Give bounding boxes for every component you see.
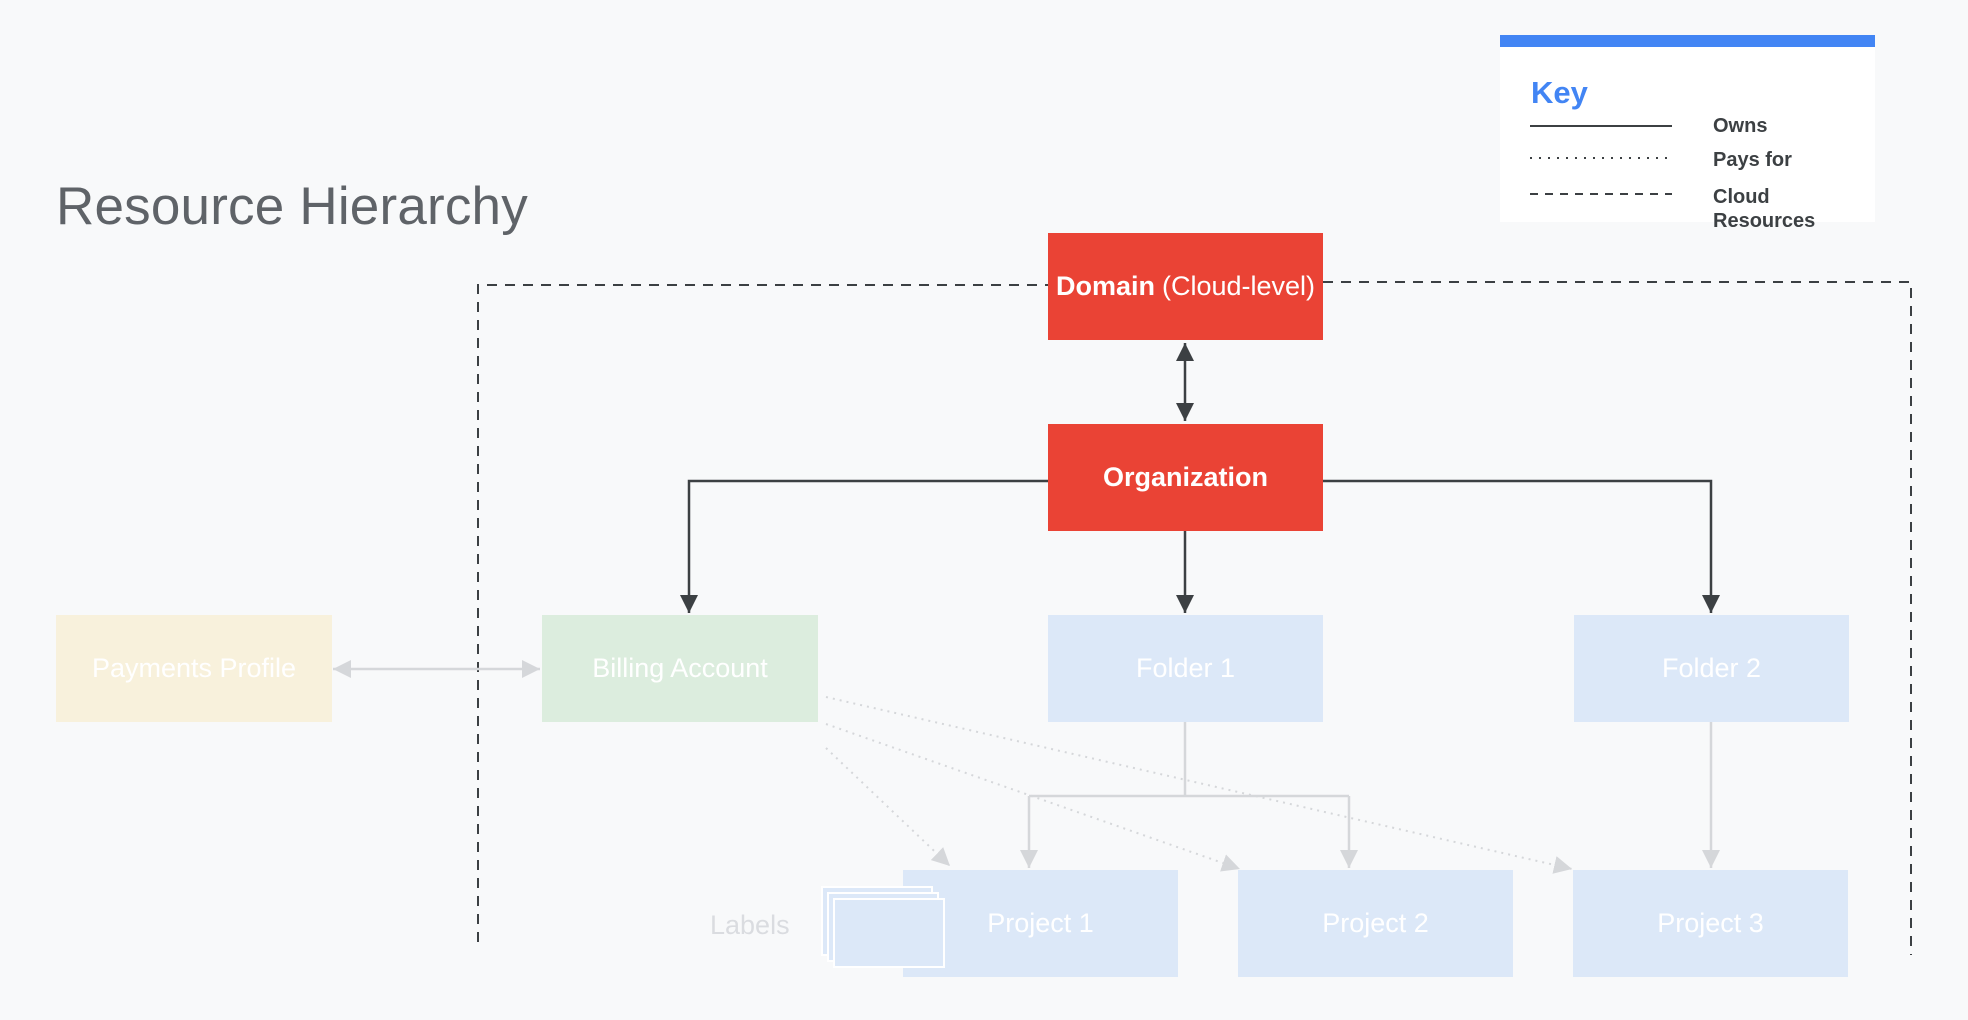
key-dashed-line-icon [1530,193,1672,195]
project3-node[interactable]: Project 3 [1573,870,1848,977]
project2-label: Project 2 [1322,908,1429,938]
project1-label: Project 1 [987,908,1094,938]
key-title: Key [1531,75,1588,110]
key-legend: Key Owns Pays for Cloud Resources [1500,35,1875,232]
domain-node[interactable]: Domain(Cloud-level) [1048,233,1323,340]
organization-node[interactable]: Organization [1048,424,1323,531]
billing-pays-project1-arrow [825,747,951,867]
billing-account-label: Billing Account [592,653,768,683]
org-to-folder2-arrow [1323,479,1720,613]
folder1-node[interactable]: Folder 1 [1048,615,1323,722]
folder1-label: Folder 1 [1135,653,1236,683]
folder2-node[interactable]: Folder 2 [1574,615,1849,722]
key-item-owns: Owns [1713,115,1768,137]
billing-pays-project2-arrow [825,723,1241,872]
project2-node[interactable]: Project 2 [1238,870,1513,977]
payments-profile-node[interactable]: Payments Profile [56,615,332,722]
cloud-resources-boundary [477,281,1912,955]
domain-node-suffix: (Cloud-level) [1161,271,1316,301]
folder2-label: Folder 2 [1661,653,1762,683]
folder1-to-projects [1029,721,1349,798]
org-to-billing-arrow [680,479,1048,613]
page-title: Resource Hierarchy [56,177,528,236]
project3-label: Project 3 [1657,908,1764,938]
key-solid-line-icon [1530,125,1672,127]
billing-account-node[interactable]: Billing Account [542,615,818,722]
project1-node[interactable]: Project 1 [903,870,1178,977]
key-dotted-line-icon [1530,157,1672,159]
key-item-cloud-resources: Cloud Resources [1713,186,1816,232]
domain-node-label: Domain [1055,271,1155,301]
billing-pays-project3-arrow [825,696,1573,874]
label-card-front [833,898,945,968]
labels-text: Labels [710,910,790,940]
key-item-pays-for: Pays for [1713,149,1792,171]
payments-profile-label: Payments Profile [91,653,297,683]
organization-node-label: Organization [1102,462,1268,492]
